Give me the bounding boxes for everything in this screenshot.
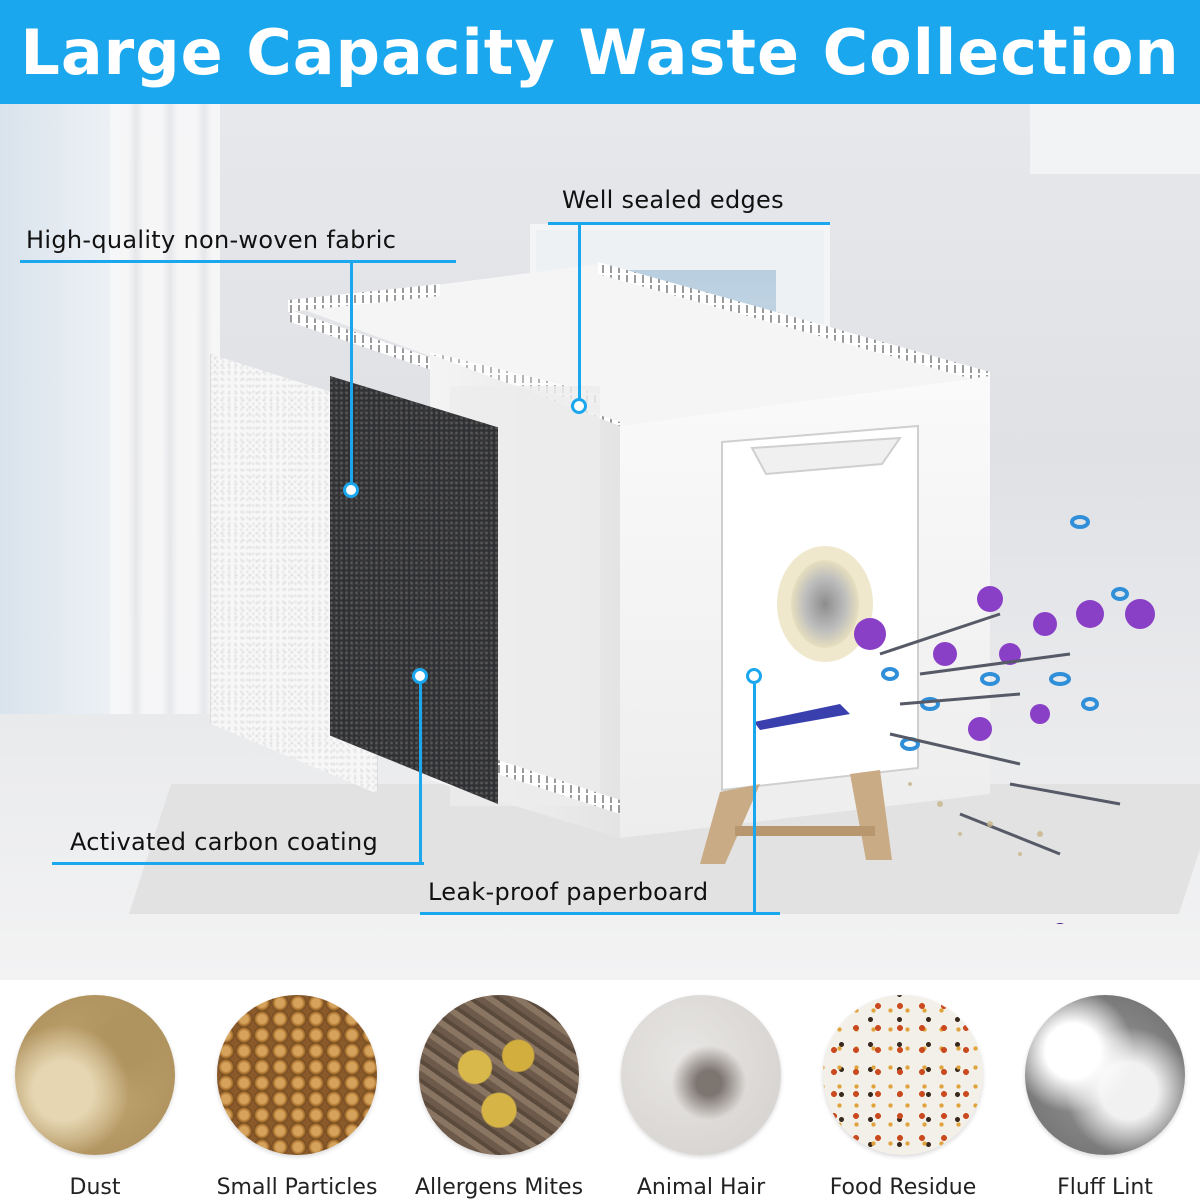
callout-non-woven-fabric-dot (343, 482, 359, 498)
waste-item-dust: Dust (0, 985, 190, 1200)
background-curtain (110, 104, 220, 744)
waste-label-animal-hair: Animal Hair (636, 1175, 766, 1200)
waste-item-food-residue: Food Residue (808, 985, 998, 1200)
waste-item-animal-hair: Animal Hair (606, 985, 796, 1200)
title-banner: Large Capacity Waste Collection (0, 0, 1200, 104)
callout-well-sealed-edges-dot (571, 398, 587, 414)
lint-image (1025, 995, 1185, 1155)
product-scene: Well sealed edges High-quality non-woven… (0, 104, 1200, 980)
callout-well-sealed-edges-line (548, 222, 830, 225)
callout-paperboard-line (420, 912, 780, 915)
callout-paperboard-dot (746, 668, 762, 684)
callout-well-sealed-edges: Well sealed edges (562, 186, 784, 214)
hair-image (621, 995, 781, 1155)
waste-label-dust: Dust (69, 1175, 121, 1200)
food-image (823, 995, 983, 1155)
dust-bag-illustration (288, 262, 990, 864)
box-top-face (288, 264, 990, 426)
waste-item-allergens-mites: Allergens Mites (404, 985, 594, 1200)
debris-particles (854, 515, 1155, 924)
callout-paperboard: Leak-proof paperboard (428, 878, 709, 906)
background-stair (1030, 104, 1200, 174)
callout-well-sealed-edges-leader (578, 222, 581, 400)
banner-title: Large Capacity Waste Collection (20, 15, 1180, 89)
callout-carbon-coating-dot (412, 668, 428, 684)
callout-non-woven-fabric-leader (350, 260, 353, 482)
callout-carbon-coating-line (52, 862, 424, 865)
mites-image (419, 995, 579, 1155)
callout-non-woven-fabric: High-quality non-woven fabric (26, 226, 397, 254)
inlet-hole (791, 560, 859, 648)
waste-item-fluff-lint: Fluff Lint (1010, 985, 1200, 1200)
activated-carbon-layer (330, 376, 498, 804)
particles-image (217, 995, 377, 1155)
waste-label-small-particles: Small Particles (216, 1175, 378, 1200)
waste-label-food-residue: Food Residue (829, 1175, 977, 1200)
callout-non-woven-fabric-line (20, 260, 456, 263)
dust-image (15, 995, 175, 1155)
callout-carbon-coating-leader (419, 684, 422, 864)
callout-carbon-coating: Activated carbon coating (70, 828, 379, 856)
waste-label-fluff-lint: Fluff Lint (1057, 1175, 1153, 1200)
waste-item-small-particles: Small Particles (202, 985, 392, 1200)
waste-label-allergens-mites: Allergens Mites (414, 1175, 584, 1200)
waste-types-row: Dust Small Particles Allergens Mites Ani… (0, 985, 1200, 1200)
background-window (0, 104, 120, 714)
callout-paperboard-leader (753, 684, 756, 912)
